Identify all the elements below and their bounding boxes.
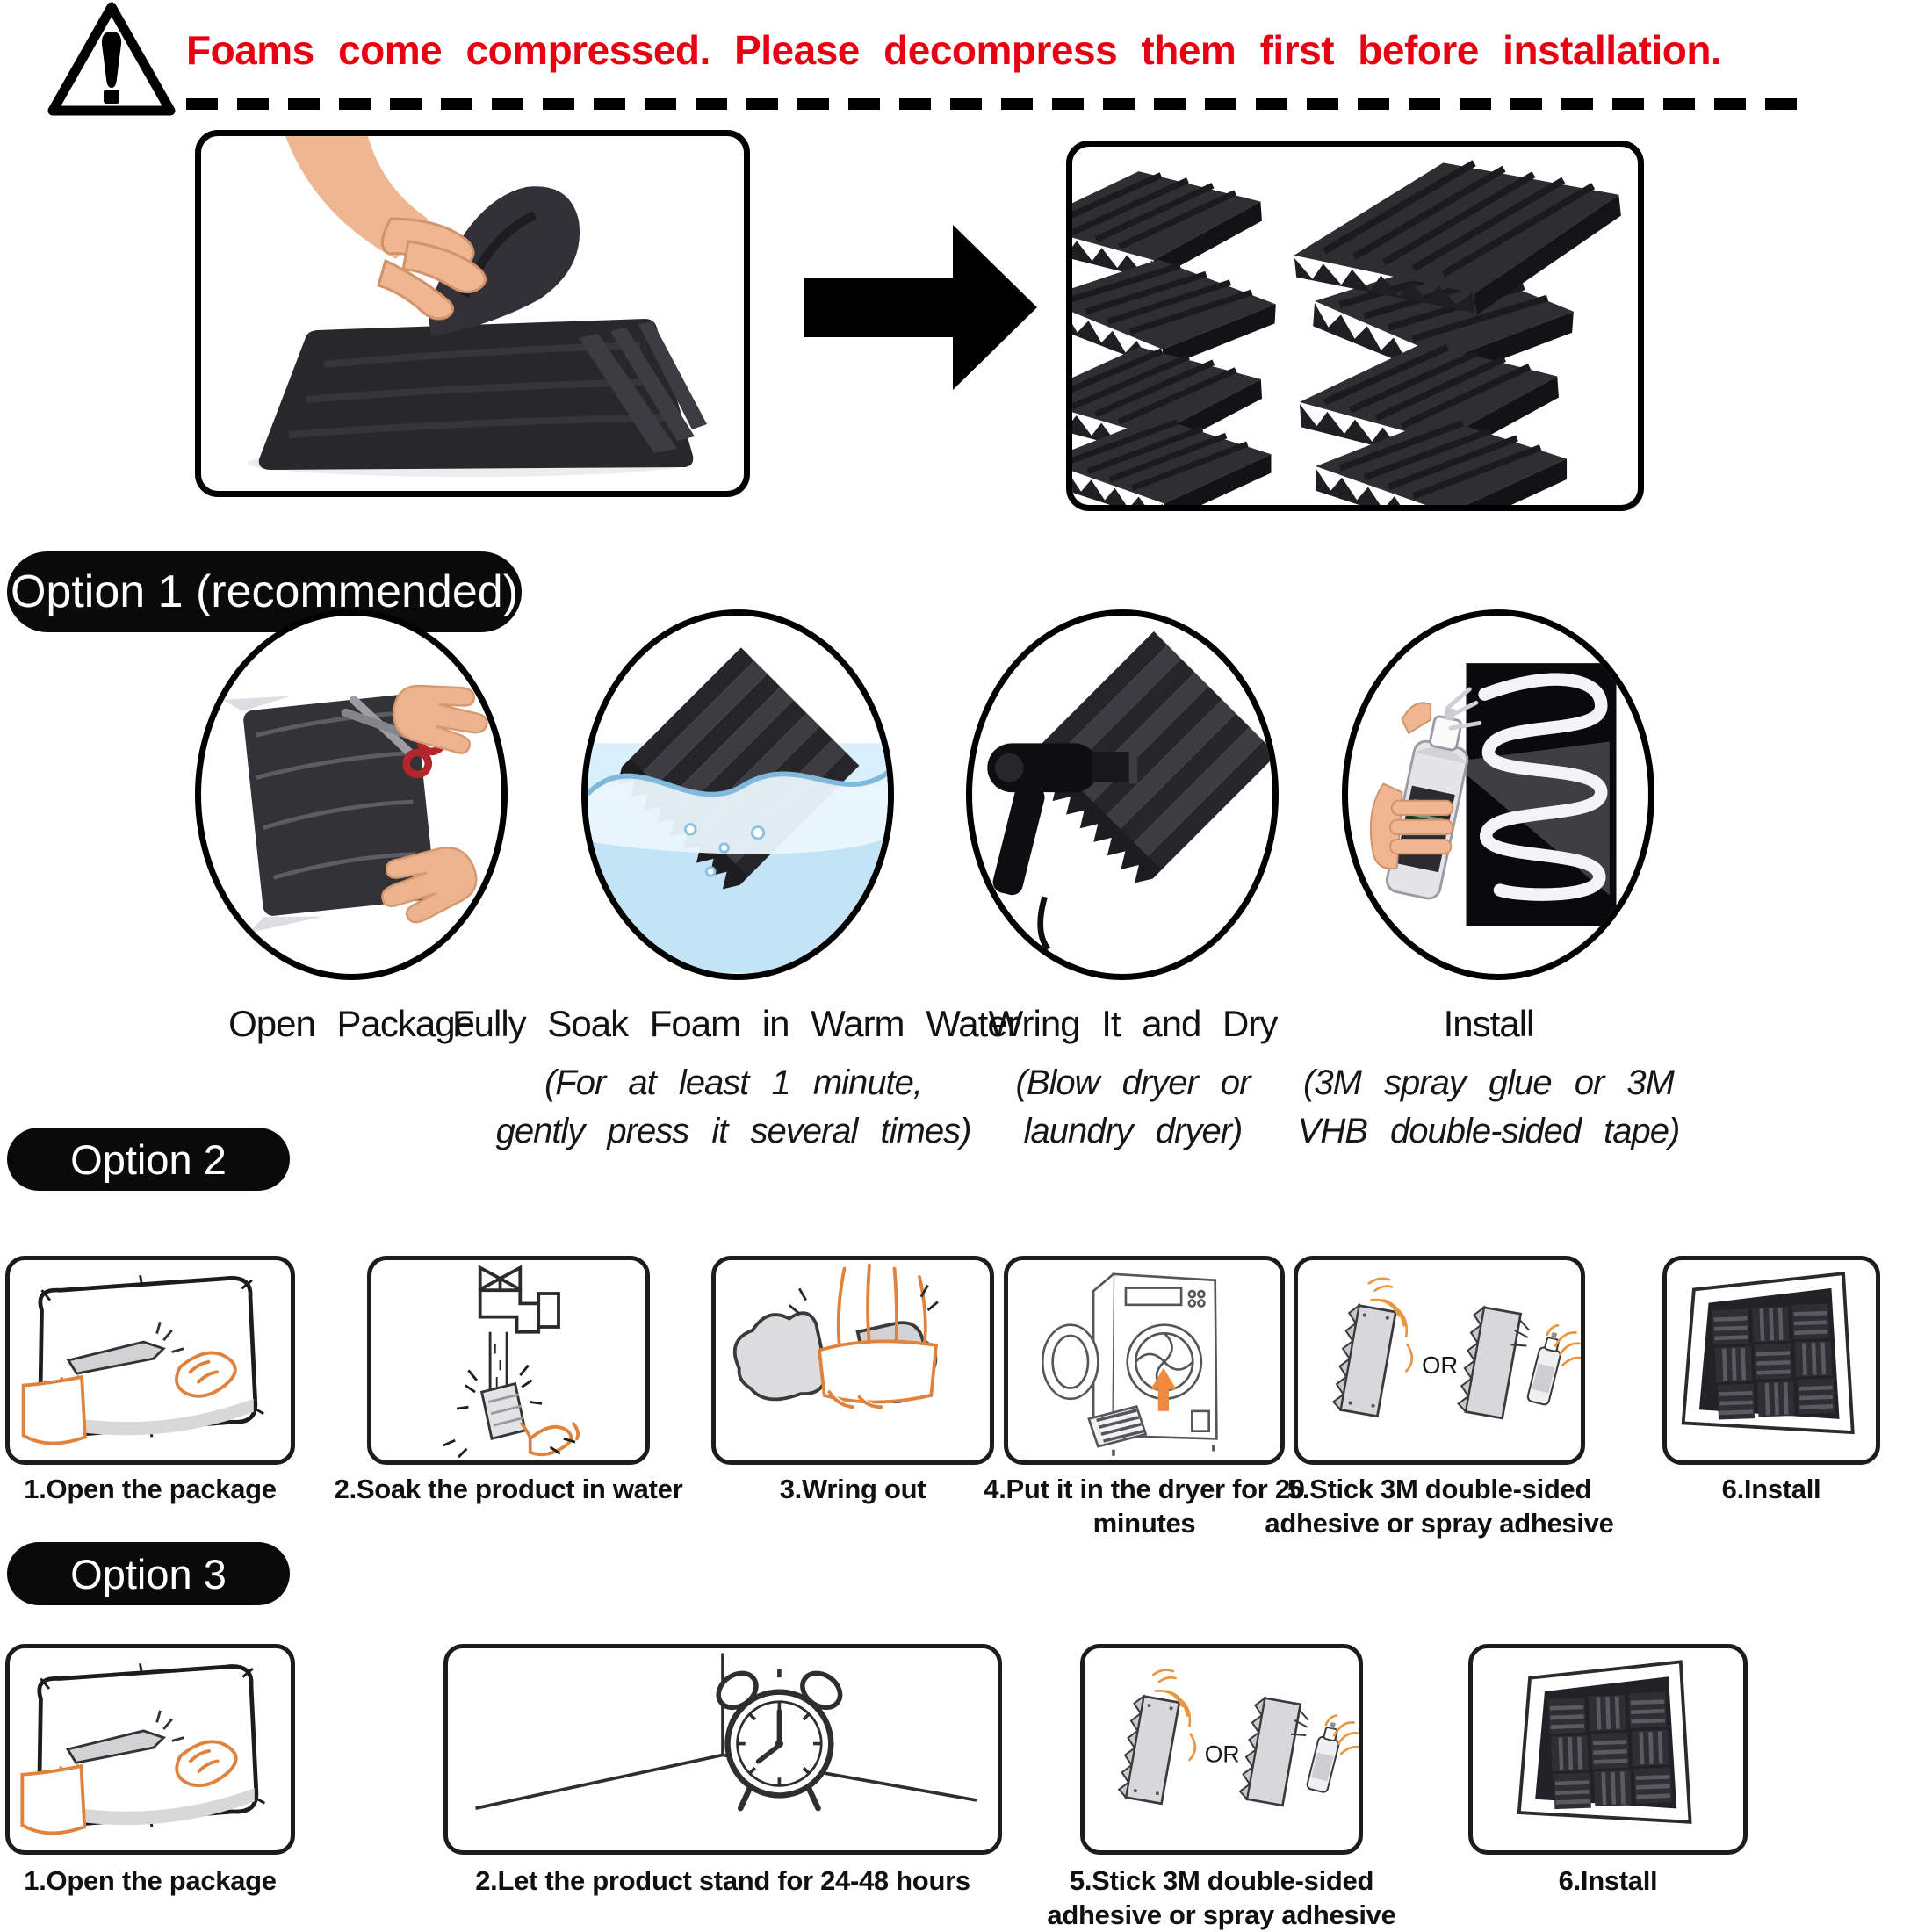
compressed-foam-photo xyxy=(195,130,750,497)
water-wave xyxy=(588,773,888,854)
step-circle-soak-foam xyxy=(581,609,894,980)
step-circle-install-spray xyxy=(1342,609,1654,980)
option1-step3-caption: Wring It and Dry (Blow dryer or laundry … xyxy=(940,1003,1326,1156)
decompressed-foam-photo xyxy=(1066,141,1644,511)
option2-step5-image xyxy=(1294,1256,1585,1465)
step-note: (3M spray glue or 3M xyxy=(1303,1063,1675,1102)
step-note: (For at least 1 minute, xyxy=(544,1063,923,1102)
option3-step6-caption: 6.Install xyxy=(1558,1865,1658,1896)
step-circle-open-package xyxy=(195,609,508,980)
option3-step1-caption: 1.Open the package xyxy=(24,1865,277,1896)
option1-step4-caption: Install (3M spray glue or 3M VHB double-… xyxy=(1229,1003,1748,1156)
option3-step5-image xyxy=(1080,1644,1363,1855)
option3-pill: Option 3 xyxy=(7,1542,290,1605)
step-circle-wring-dry xyxy=(966,609,1279,980)
option2-step4-image xyxy=(1004,1256,1285,1465)
hand-icon xyxy=(285,136,487,321)
right-arrow-icon xyxy=(804,225,1037,390)
blow-dryer-icon xyxy=(987,743,1138,951)
option3-step6-image xyxy=(1468,1644,1748,1855)
option2-step3-image xyxy=(711,1256,994,1465)
option2-step4-caption: 4.Put it in the dryer for 20 minutes xyxy=(984,1474,1305,1539)
option3-step2-caption: 2.Let the product stand for 24-48 hours xyxy=(475,1865,970,1896)
step-note: gently press it several times) xyxy=(495,1112,972,1151)
option3-step5-caption: 5.Stick 3M double-sided adhesive or spra… xyxy=(1047,1865,1396,1931)
option1-pill: Option 1 (recommended) xyxy=(7,551,522,632)
warning-text: Foams come compressed. Please decompress… xyxy=(186,27,1722,73)
option2-step3-caption: 3.Wring out xyxy=(779,1474,926,1504)
step-note: (Blow dryer or xyxy=(1015,1063,1251,1102)
option3-step1-image xyxy=(5,1644,295,1855)
step-note: laundry dryer) xyxy=(1023,1112,1244,1151)
option2-step2-image xyxy=(367,1256,650,1465)
step-title: Install xyxy=(1443,1003,1535,1044)
wedge-foam-stacks-illustration xyxy=(1072,147,1621,505)
option2-step6-caption: 6.Install xyxy=(1721,1474,1821,1504)
step-note: VHB double-sided tape) xyxy=(1297,1112,1681,1151)
warning-triangle-icon xyxy=(47,2,176,116)
hand-icon xyxy=(1369,702,1454,870)
step-title: Fully Soak Foam in Warm Water xyxy=(452,1003,1020,1044)
option2-pill: Option 2 xyxy=(7,1128,290,1191)
water-droplets xyxy=(683,823,766,877)
option2-step1-caption: 1.Open the package xyxy=(24,1474,277,1504)
option1-step2-caption: Fully Soak Foam in Warm Water (For at le… xyxy=(452,1003,1020,1156)
hand-pulling-compressed-foam-illustration xyxy=(248,136,707,477)
option2-step6-image xyxy=(1662,1256,1880,1465)
warning-underline xyxy=(186,98,1807,110)
option2-step5-caption: 5.Stick 3M double-sided adhesive or spra… xyxy=(1265,1474,1614,1539)
option1-step1-caption: Open Package xyxy=(158,1003,544,1059)
option2-step2-caption: 2.Soak the product in water xyxy=(334,1474,683,1504)
option3-step2-image xyxy=(443,1644,1002,1855)
option2-step1-image xyxy=(5,1256,295,1465)
step-title: Open Package xyxy=(228,1003,475,1044)
step-title: Wring It and Dry xyxy=(988,1003,1279,1044)
spray-coil-pattern xyxy=(1478,673,1608,901)
